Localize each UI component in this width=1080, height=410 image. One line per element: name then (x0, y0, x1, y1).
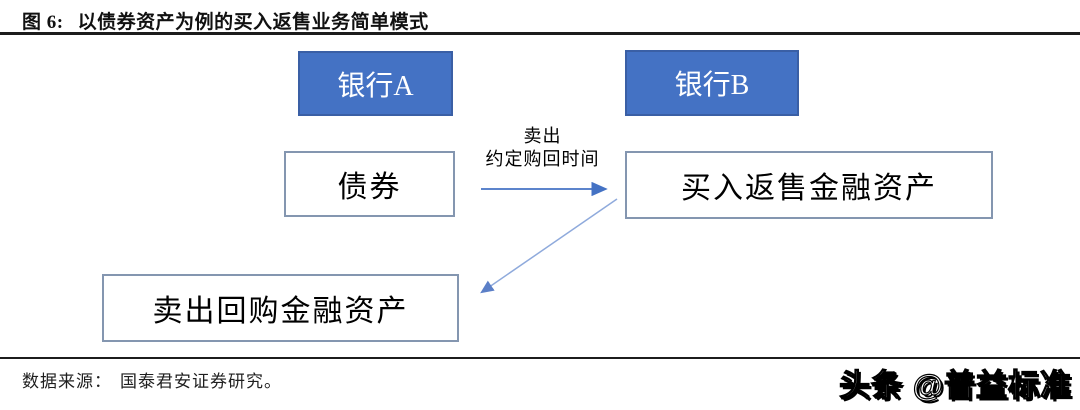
bond-box: 债券 (284, 151, 455, 217)
footer-divider (0, 357, 1080, 359)
repurchase-arrow (480, 198, 618, 294)
bank-a-label: 银行A (337, 70, 414, 102)
bank-b-label: 银行B (674, 70, 750, 101)
figure-title-text: 以债券资产为例的买入返售业务简单模式 (77, 12, 429, 33)
bank-a-box: 银行A (298, 51, 453, 116)
arrow-annotation-line1: 卖出 (523, 126, 562, 146)
arrow-annotation: 卖出 约定购回时间 (455, 125, 630, 171)
data-source: 数据来源： 国泰君安证券研究。 (22, 367, 282, 392)
title-underline (0, 32, 1080, 35)
repo-label: 卖出回购金融资产 (152, 295, 409, 328)
figure-number-label: 图 6: (22, 12, 64, 33)
arrow-annotation-line2: 约定购回时间 (485, 149, 600, 169)
reverse-repo-label: 买入返售金融资产 (681, 172, 937, 205)
repo-box: 卖出回购金融资产 (102, 274, 459, 342)
data-source-text: 国泰君安证券研究。 (120, 372, 282, 391)
toutiao-watermark: 头条 @普益标准 (839, 367, 1072, 403)
bond-label: 债券 (337, 171, 402, 204)
data-source-label: 数据来源： (22, 372, 112, 391)
figure-title: 图 6: 以债券资产为例的买入返售业务简单模式 (22, 7, 429, 34)
bank-b-box: 银行B (625, 50, 799, 116)
reverse-repo-box: 买入返售金融资产 (625, 151, 993, 219)
